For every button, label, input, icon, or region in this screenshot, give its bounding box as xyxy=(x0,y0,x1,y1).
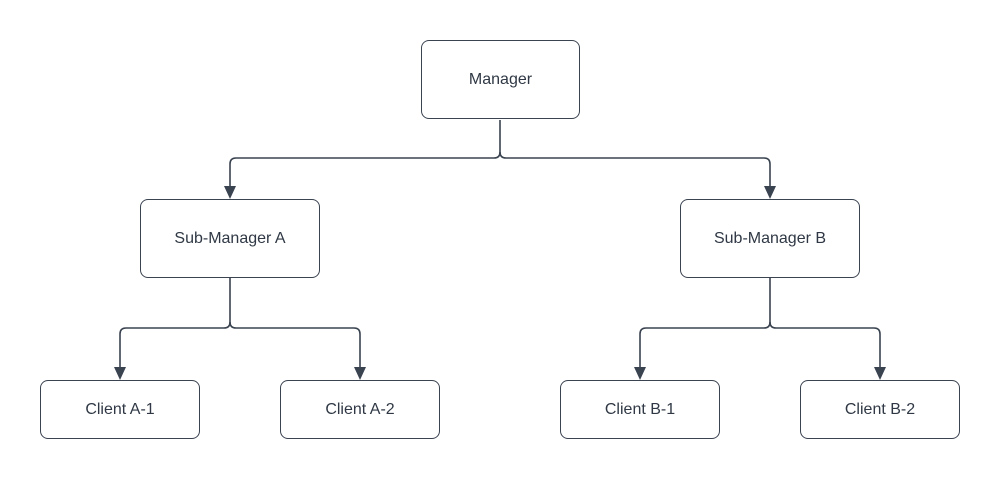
edge-manager-to-sub-manager-a[interactable] xyxy=(224,120,501,199)
node-label: Sub-Manager A xyxy=(174,229,286,247)
node-client-b1[interactable]: Client B-1 xyxy=(560,380,720,439)
arrowhead-icon xyxy=(114,367,126,380)
edge-sub-manager-b-to-client-b2[interactable] xyxy=(769,321,886,380)
node-sub-manager-a[interactable]: Sub-Manager A xyxy=(140,199,320,278)
arrowhead-icon xyxy=(874,367,886,380)
node-label: Client B-2 xyxy=(844,400,916,418)
node-client-b2[interactable]: Client B-2 xyxy=(800,380,960,439)
node-label: Client A-1 xyxy=(85,400,155,418)
node-manager[interactable]: Manager xyxy=(421,40,580,119)
node-label: Client B-1 xyxy=(604,400,676,418)
node-sub-manager-b[interactable]: Sub-Manager B xyxy=(680,199,860,278)
node-label: Sub-Manager B xyxy=(713,229,827,247)
arrowhead-icon xyxy=(224,186,236,199)
edge-manager-to-sub-manager-b[interactable] xyxy=(499,151,776,199)
node-client-a1[interactable]: Client A-1 xyxy=(40,380,200,439)
arrowhead-icon xyxy=(764,186,776,199)
node-client-a2[interactable]: Client A-2 xyxy=(280,380,440,439)
edge-sub-manager-b-to-client-b1[interactable] xyxy=(634,278,771,380)
node-label: Manager xyxy=(468,70,533,88)
edge-sub-manager-a-to-client-a1[interactable] xyxy=(114,278,231,380)
arrowhead-icon xyxy=(634,367,646,380)
edge-sub-manager-a-to-client-a2[interactable] xyxy=(229,321,366,380)
arrowhead-icon xyxy=(354,367,366,380)
node-label: Client A-2 xyxy=(325,400,395,418)
